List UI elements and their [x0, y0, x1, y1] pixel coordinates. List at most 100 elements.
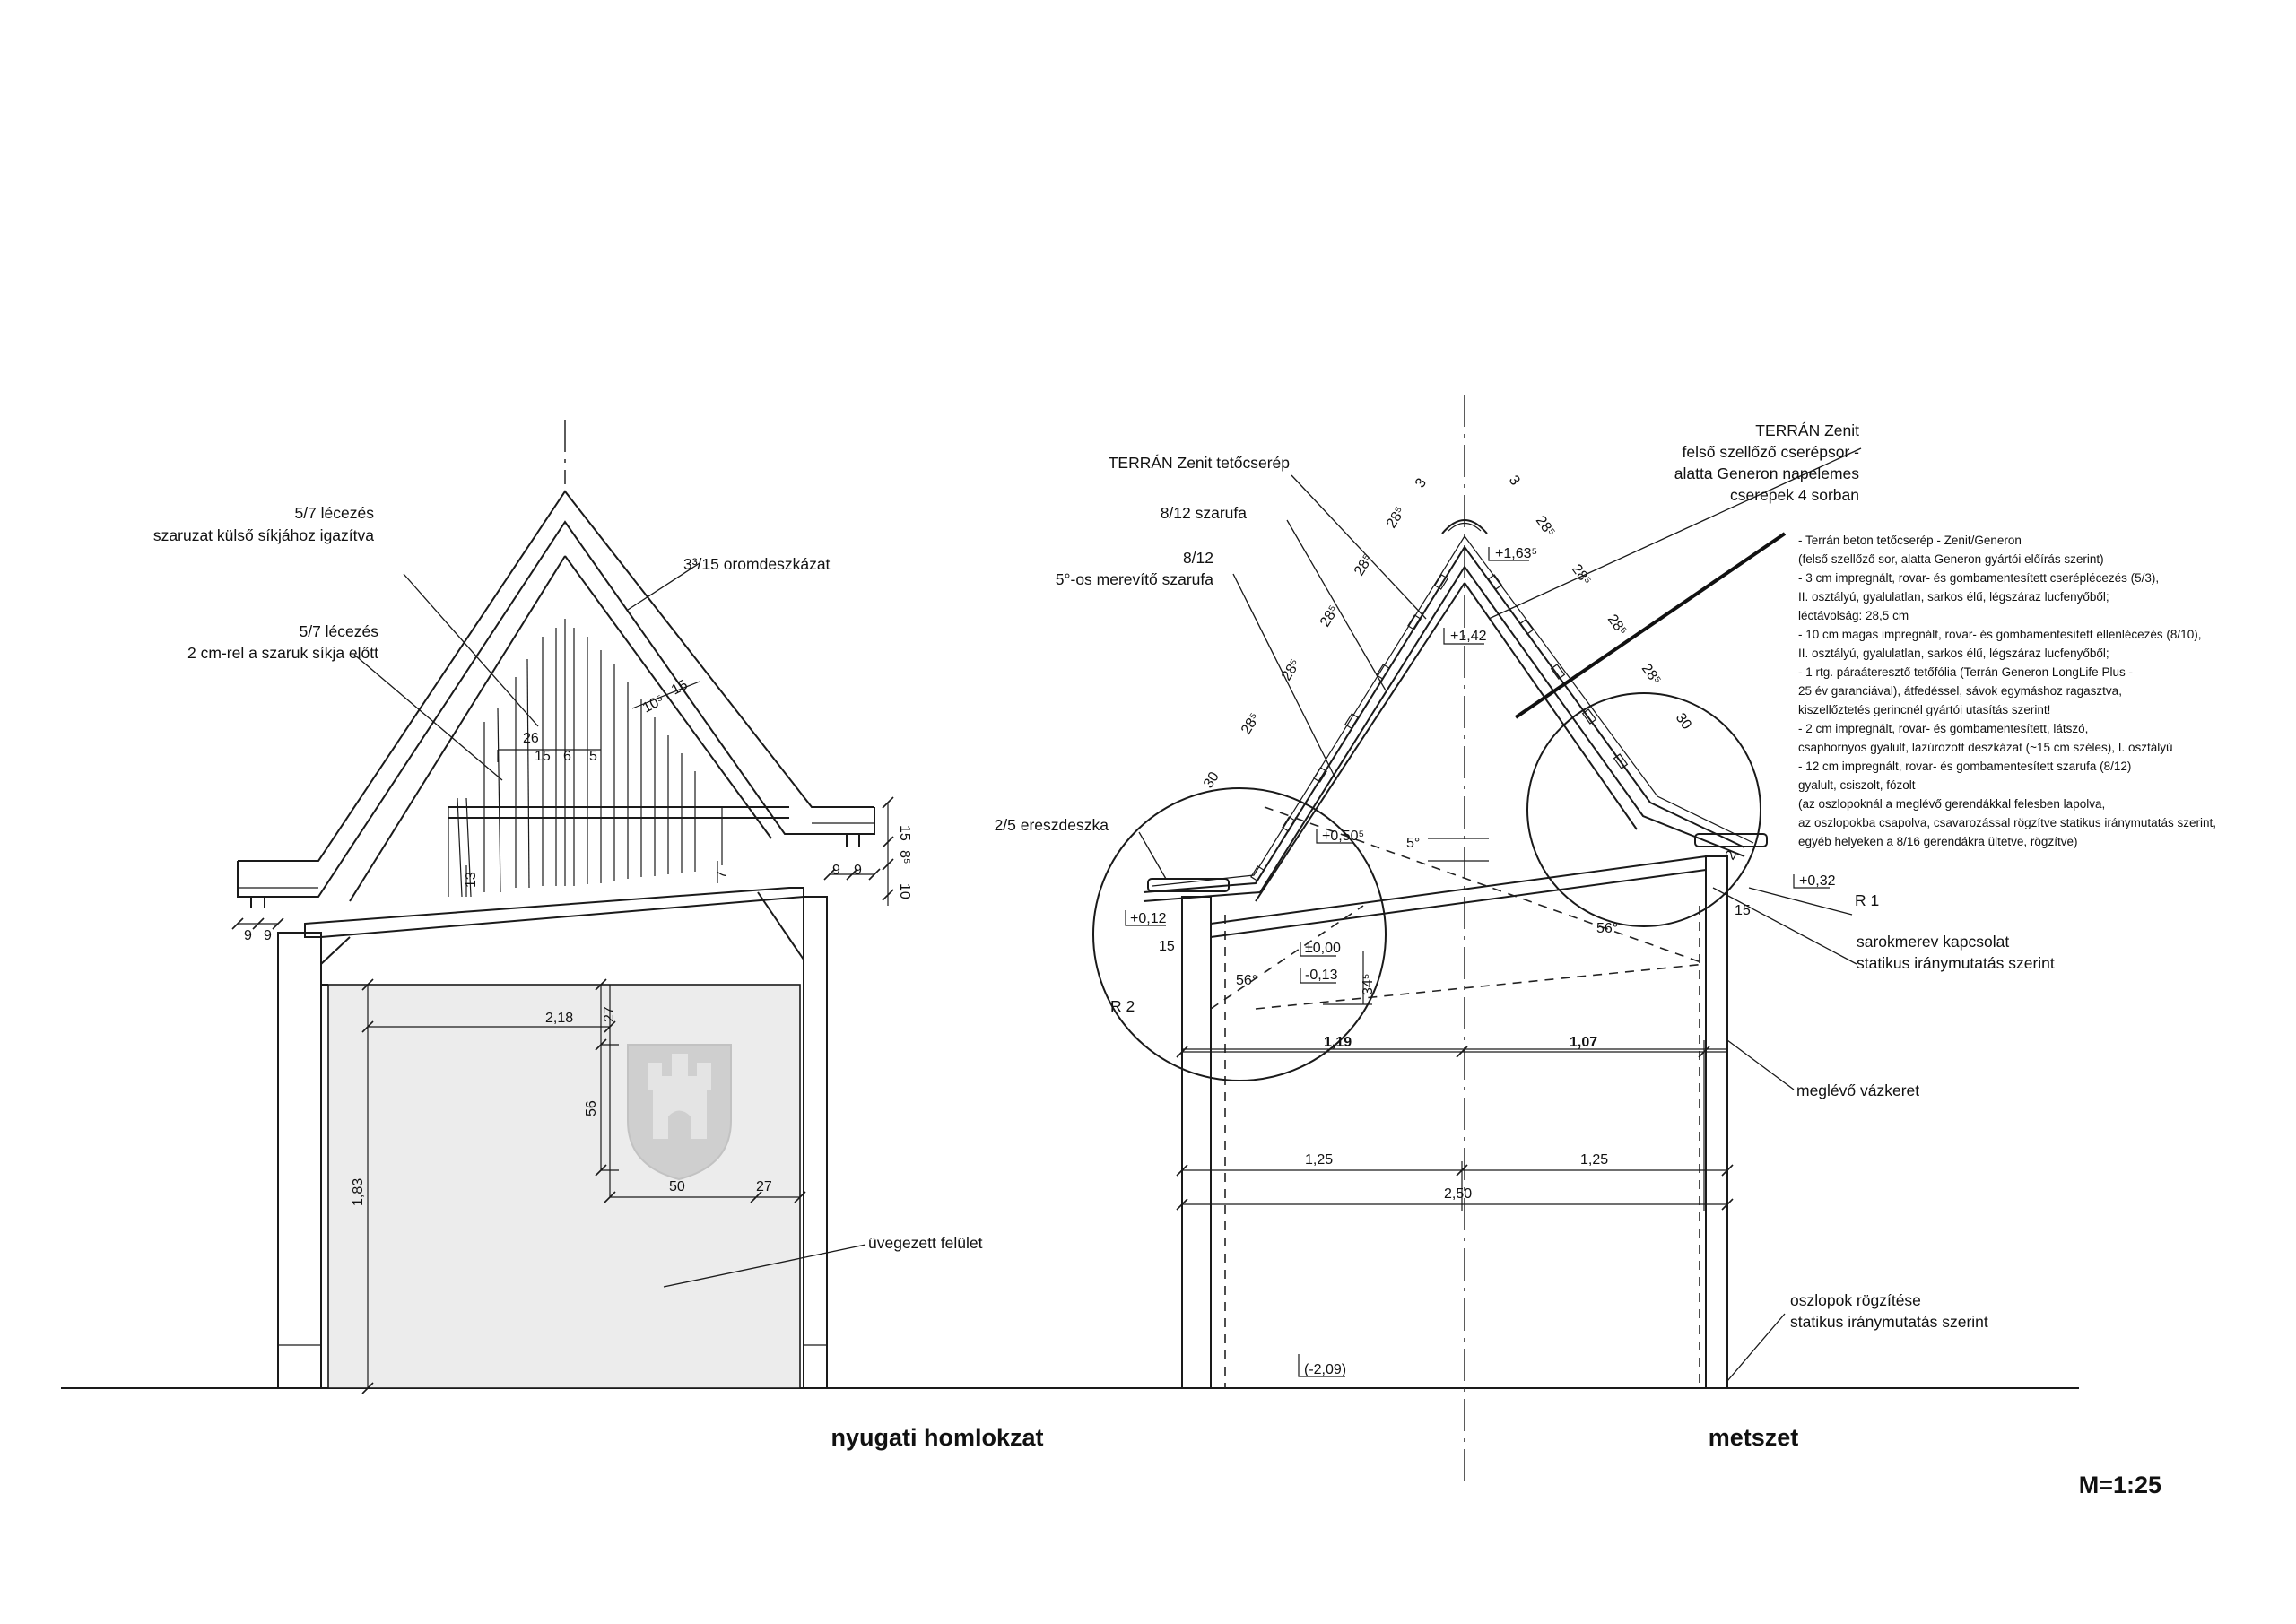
eave-board-label: 2/5 ereszdeszka	[995, 816, 1109, 834]
spec-line: (felső szellőző sor, alatta Generon gyár…	[1798, 552, 2104, 566]
dim-119: 1,19	[1324, 1035, 1352, 1050]
post-right	[803, 896, 828, 1389]
spec-line: egyéb helyeken a 8/16 gerendákra ültetve…	[1798, 835, 2077, 848]
level-1635: +1,63⁵	[1495, 546, 1537, 561]
brace-note: 5°-os merevítő szarufa	[1056, 570, 1213, 588]
lathing2-note: 2 cm-rel a szaruk síkja előtt	[187, 644, 378, 662]
vent-note-3: cserepek 4 sorban	[1730, 486, 1859, 504]
vent-note-2: alatta Generon napelemes	[1674, 465, 1859, 482]
lathing1-note: szaruzat külső síkjához igazítva	[153, 526, 374, 544]
detail-circle-r2	[1092, 787, 1387, 1081]
spec-line: - 2 cm impregnált, rovar- és gombamentes…	[1798, 722, 2088, 735]
dim-345: 34⁵	[1361, 974, 1376, 995]
spec-line: - Terrán beton tetőcserép - Zenit/Genero…	[1798, 534, 2022, 547]
dim-h27: 27	[602, 1006, 617, 1022]
level-050: +0,50⁵	[1322, 829, 1364, 844]
lathing1-label: 5/7 lécezés	[294, 504, 374, 522]
lathing2-label: 5/7 lécezés	[299, 622, 378, 640]
dim-50: 50	[669, 1179, 685, 1194]
gable-roof-outline	[238, 490, 874, 862]
spec-line: II. osztályú, gyalulatlan, sarkos élű, l…	[1798, 647, 2109, 660]
spec-line: gyalult, csiszolt, fózolt	[1798, 778, 1916, 792]
spec-line: - 12 cm impregnált, rovar- és gombamente…	[1798, 760, 2131, 773]
spec-line: - 1 rtg. páraáteresztő tetőfólia (Terrán…	[1798, 665, 2133, 679]
dim-26: 26	[523, 731, 539, 746]
tile-dim-28i: 28⁵	[1639, 661, 1664, 688]
dim-15l: 15	[1159, 939, 1175, 954]
level-209: (-2,09)	[1304, 1362, 1346, 1377]
dim-w27: 27	[756, 1179, 772, 1194]
spec-line: - 10 cm magas impregnált, rovar- és gomb…	[1798, 628, 2201, 641]
spec-line: II. osztályú, gyalulatlan, sarkos élű, l…	[1798, 590, 2109, 604]
scale-label: M=1:25	[2079, 1472, 2161, 1498]
dim-183: 1,83	[351, 1178, 366, 1206]
dim-5: 5	[589, 749, 597, 764]
level-032: +0,32	[1799, 873, 1836, 889]
spec-line: kiszellőztetés gerincnél gyártói utasítá…	[1798, 703, 2050, 716]
dim-15r: 15	[1735, 903, 1751, 918]
section-title: metszet	[1709, 1424, 1799, 1451]
spec-line: léctávolság: 28,5 cm	[1798, 609, 1909, 622]
level-013: -0,13	[1305, 968, 1338, 983]
brace-label: 8/12	[1183, 549, 1213, 567]
dim-9a: 9	[244, 928, 252, 943]
tile-dim-28e: 28⁵	[1384, 504, 1408, 531]
gable-boarding-label: 3³/15 oromdeszkázat	[683, 555, 831, 573]
dim-125a: 1,25	[1305, 1152, 1333, 1168]
detail-circle-r1	[1526, 692, 1761, 927]
west-elevation: 26 15 6 5 10⁵ 15 13 7 9 9 9 9 15 8⁵ 10 2…	[153, 420, 983, 1394]
elevation-title: nyugati homlokzat	[831, 1424, 1043, 1451]
tile-dim-28f: 28⁵	[1533, 513, 1558, 540]
post-left	[1181, 896, 1212, 1389]
glazed-panel	[327, 984, 801, 1389]
dim-h56: 56	[584, 1100, 599, 1116]
spec-line: csaphornyos gyalult, lazúrozott deszkáza…	[1798, 741, 2173, 754]
tile-dim-3b: 3	[1506, 473, 1523, 488]
level-142: +1,42	[1450, 629, 1487, 644]
dim-250: 2,50	[1444, 1186, 1472, 1202]
vent-label: TERRÁN Zenit	[1755, 421, 1859, 439]
rafter-label: 8/12 szarufa	[1161, 504, 1248, 522]
tile-label: TERRÁN Zenit tetőcserép	[1109, 454, 1290, 472]
beam	[304, 887, 804, 938]
spec-line: (az oszlopoknál a meglévő gerendákkal fe…	[1798, 797, 2105, 811]
corner-joint-label: sarokmerev kapcsolat	[1857, 933, 2009, 951]
angle-56a: 56°	[1236, 973, 1257, 988]
solar-panel-line	[1514, 532, 1787, 719]
tile-dim-28c: 28⁵	[1318, 603, 1342, 630]
dim-107: 1,07	[1570, 1035, 1597, 1050]
spec-line: - 3 cm impregnált, rovar- és gombamentes…	[1798, 571, 2159, 585]
dim-7: 7	[715, 871, 730, 879]
dim-6: 6	[563, 749, 571, 764]
angle-56b: 56°	[1596, 921, 1618, 936]
tile-dim-28h: 28⁵	[1605, 612, 1630, 638]
tile-dim-30b: 30	[1673, 710, 1694, 732]
roof-layer-spec: - Terrán beton tetőcserép - Zenit/Genero…	[1798, 534, 2216, 848]
post-left	[277, 932, 322, 1389]
tile-dim-28g: 28⁵	[1569, 561, 1594, 588]
level-000: ±0,00	[1305, 941, 1341, 956]
posts-label: oszlopok rögzítése	[1790, 1291, 1921, 1309]
dim-9b: 9	[264, 928, 272, 943]
dim-15b: 15	[669, 677, 691, 698]
dim-15a: 15	[535, 749, 551, 764]
level-012: +0,12	[1130, 911, 1167, 926]
dim-218: 2,18	[545, 1011, 573, 1026]
dim-125b: 1,25	[1580, 1152, 1608, 1168]
ridge-cap	[1441, 519, 1488, 534]
post-right	[1705, 855, 1728, 1389]
dim-9d: 9	[854, 863, 862, 878]
angle-5: 5°	[1406, 836, 1420, 851]
spec-line: 25 év garanciával), átfedéssel, sávok eg…	[1798, 684, 2122, 698]
dim-13: 13	[464, 872, 479, 888]
corner-joint-note: statikus iránymutatás szerint	[1857, 954, 2055, 972]
spec-line: az oszlopokba csapolva, csavarozással rö…	[1798, 816, 2216, 829]
tile-dim-28a: 28⁵	[1239, 710, 1263, 737]
gable-boards	[448, 619, 723, 897]
detail-r2-label: R 2	[1110, 997, 1135, 1015]
frame-label: meglévő vázkeret	[1796, 1081, 1919, 1099]
posts-note: statikus iránymutatás szerint	[1790, 1313, 1988, 1331]
dim-r15: 15	[897, 825, 912, 841]
detail-r1-label: R 1	[1855, 891, 1879, 909]
